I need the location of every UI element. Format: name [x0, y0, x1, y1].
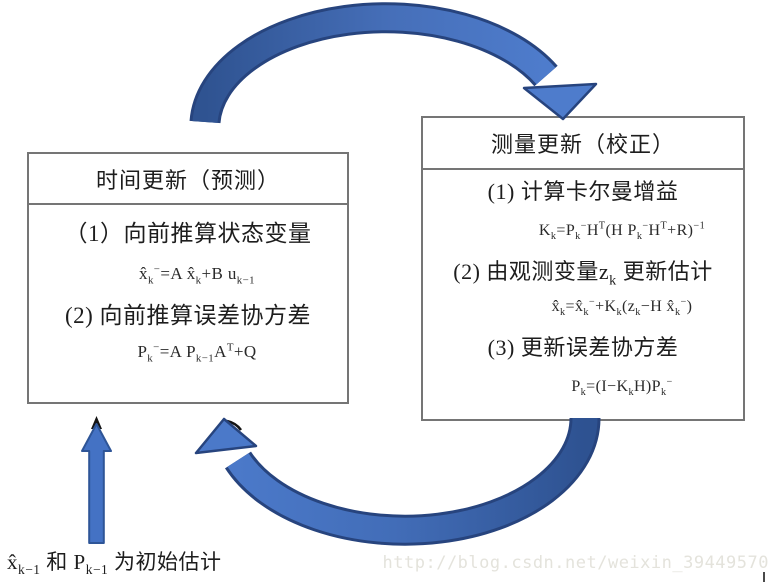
measurement-step-2-label: (2) 由观测变量zk 更新估计 [453, 259, 713, 289]
time-update-box: 时间更新（预测） （1）向前推算状态变量 x̂k−=A x̂k+B uk−1 (… [27, 152, 349, 404]
stray-mark [763, 572, 765, 582]
measurement-step-1-label: (1) 计算卡尔曼增益 [487, 179, 679, 204]
top-curved-arrow-icon [189, 2, 598, 124]
time-update-body: （1）向前推算状态变量 x̂k−=A x̂k+B uk−1 (2) 向前推算误差… [29, 219, 347, 365]
watermark-url: http://blog.csdn.net/weixin_39449570 [382, 553, 769, 573]
measurement-step-3-label: (3) 更新误差协方差 [487, 335, 679, 360]
bottom-curved-arrow-icon [194, 417, 601, 546]
time-update-step-1-label: （1）向前推算状态变量 [64, 221, 312, 246]
arrow-tip-artifact [226, 419, 243, 431]
measurement-update-body: (1) 计算卡尔曼增益 Kk=Pk−HT(H Pk−HT+R)−1 (2) 由观… [423, 178, 743, 400]
covariance-update-formula: Pk=(I−KkH)Pk− [571, 376, 673, 399]
covariance-prediction-formula: Pk−=A Pk−1AT+Q [137, 341, 257, 365]
initial-estimate-note: x̂k−1 和 Pk−1 为初始估计 [7, 550, 222, 578]
time-update-step-2-label: (2) 向前推算误差协方差 [64, 303, 312, 328]
initial-estimate-up-arrow-icon [81, 416, 112, 544]
arrow-tip-artifact [91, 416, 102, 429]
measurement-update-title: 测量更新（校正） [423, 118, 743, 170]
state-update-formula: x̂k=x̂k−+Kk(zk−H x̂k−) [551, 296, 693, 319]
time-update-title: 时间更新（预测） [29, 154, 347, 205]
measurement-update-box: 测量更新（校正） (1) 计算卡尔曼增益 Kk=Pk−HT(H Pk−HT+R)… [421, 116, 745, 421]
kalman-gain-formula: Kk=Pk−HT(H Pk−HT+R)−1 [538, 220, 706, 243]
state-prediction-formula: x̂k−=A x̂k+B uk−1 [139, 263, 255, 287]
